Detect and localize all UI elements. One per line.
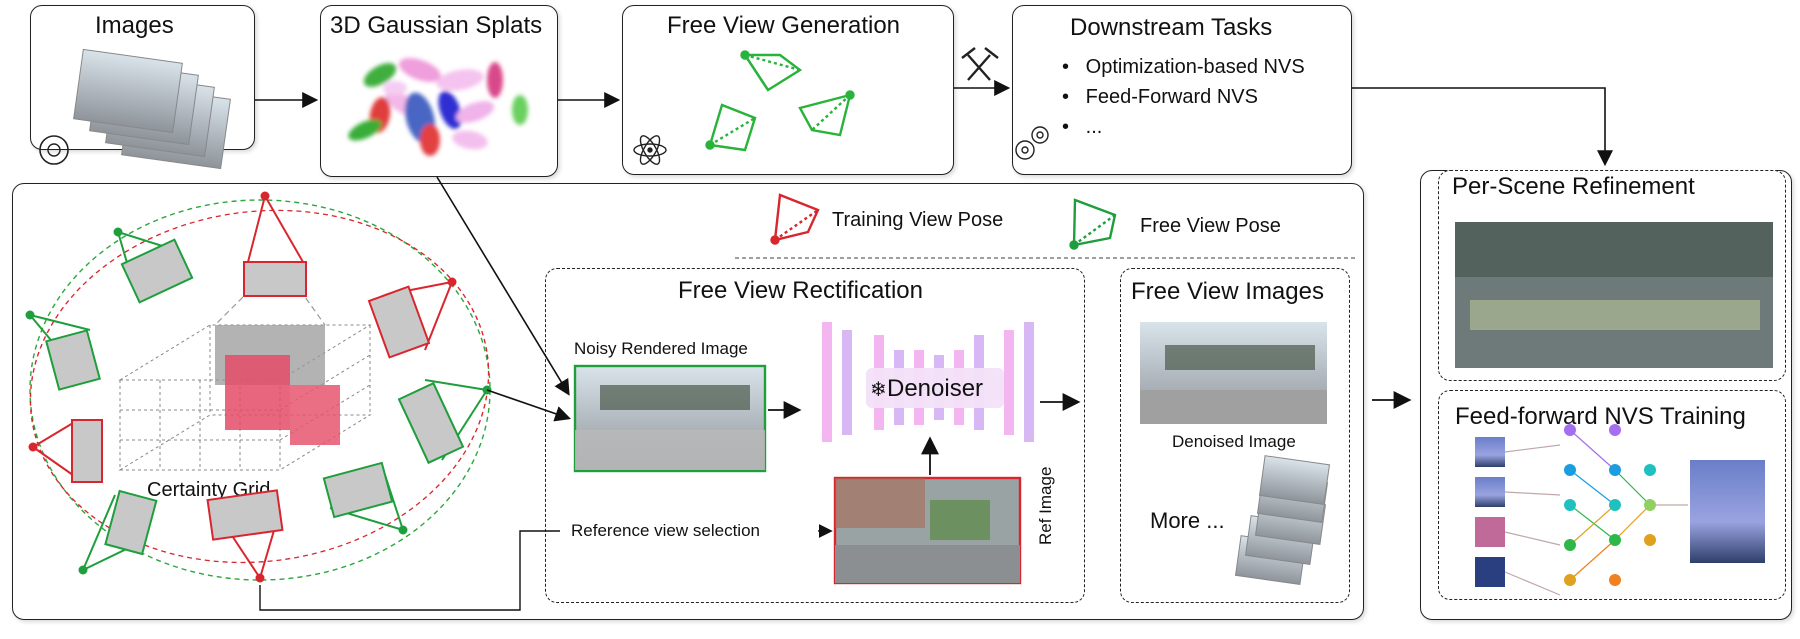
arrow-camera-to-noisy: [486, 389, 572, 422]
downstream-item-3: • ...: [1062, 116, 1103, 138]
training-camera-right: [367, 277, 457, 359]
neural-network: [1504, 424, 1688, 596]
free-camera-bottomright: [322, 461, 408, 535]
more-images-stack: [1234, 455, 1331, 585]
gaussian-title: 3D Gaussian Splats: [330, 12, 543, 39]
gaussian-box: [320, 5, 558, 177]
arrow-gaussian-to-noisy: [436, 176, 570, 396]
downstream-item-2: • Feed-Forward NVS: [1062, 86, 1258, 108]
camera-aperture-icon: [39, 135, 69, 165]
downstream-box: [1012, 5, 1352, 175]
legend-training-camera-icon: [770, 193, 820, 245]
rectification-title: Free View Rectification: [678, 277, 923, 304]
training-camera-top: [243, 191, 307, 297]
free-camera-left: [25, 310, 101, 391]
per-scene-title: Per-Scene Refinement: [1452, 173, 1695, 200]
images-title: Images: [95, 12, 174, 39]
freeview-gen-title: Free View Generation: [667, 12, 901, 39]
more-label: More ...: [1150, 508, 1225, 533]
arrow-downstream-to-refinement: [1352, 87, 1613, 167]
freeview-camera-2: [705, 103, 757, 152]
snowflake-icon: ❄: [870, 379, 887, 401]
freeview-camera-3: [798, 90, 855, 137]
training-camera-bottom: [206, 489, 284, 583]
free-images-title: Free View Images: [1131, 278, 1324, 305]
noisy-label: Noisy Rendered Image: [574, 339, 748, 358]
gear-icon: [1015, 126, 1049, 160]
feedforward-title: Feed-forward NVS Training: [1455, 403, 1746, 430]
reference-selection-label: Reference view selection: [571, 521, 760, 540]
downstream-title: Downstream Tasks: [1070, 14, 1273, 41]
training-trajectory: [29, 209, 490, 564]
free-camera-bottomleft: [78, 489, 158, 575]
certainty-blocks: [215, 325, 340, 445]
freeview-camera-1: [740, 50, 803, 92]
frustum-lines: [214, 289, 326, 326]
input-images-stack: [73, 48, 231, 170]
legend-free-label: Free View Pose: [1140, 215, 1281, 237]
denoiser-network: [822, 322, 1034, 442]
free-camera-topleft: [113, 227, 194, 304]
legend-training-label: Training View Pose: [832, 209, 1004, 231]
denoised-label: Denoised Image: [1172, 432, 1296, 451]
feedforward-inputs: [1475, 437, 1505, 587]
hammer-pick-icon: [961, 47, 999, 81]
freeview-gen-box: [622, 5, 954, 175]
atom-icon: [633, 135, 667, 165]
denoiser-label: Denoiser: [887, 375, 983, 402]
gaussian-splats: [348, 57, 528, 156]
downstream-item-1: • Optimization-based NVS: [1062, 56, 1305, 78]
legend-free-camera-icon: [1069, 198, 1117, 250]
feedforward-output-image: [1690, 460, 1765, 563]
training-camera-left: [28, 419, 103, 483]
reference-selection-line: [259, 530, 560, 611]
free-camera-right: [397, 379, 492, 465]
